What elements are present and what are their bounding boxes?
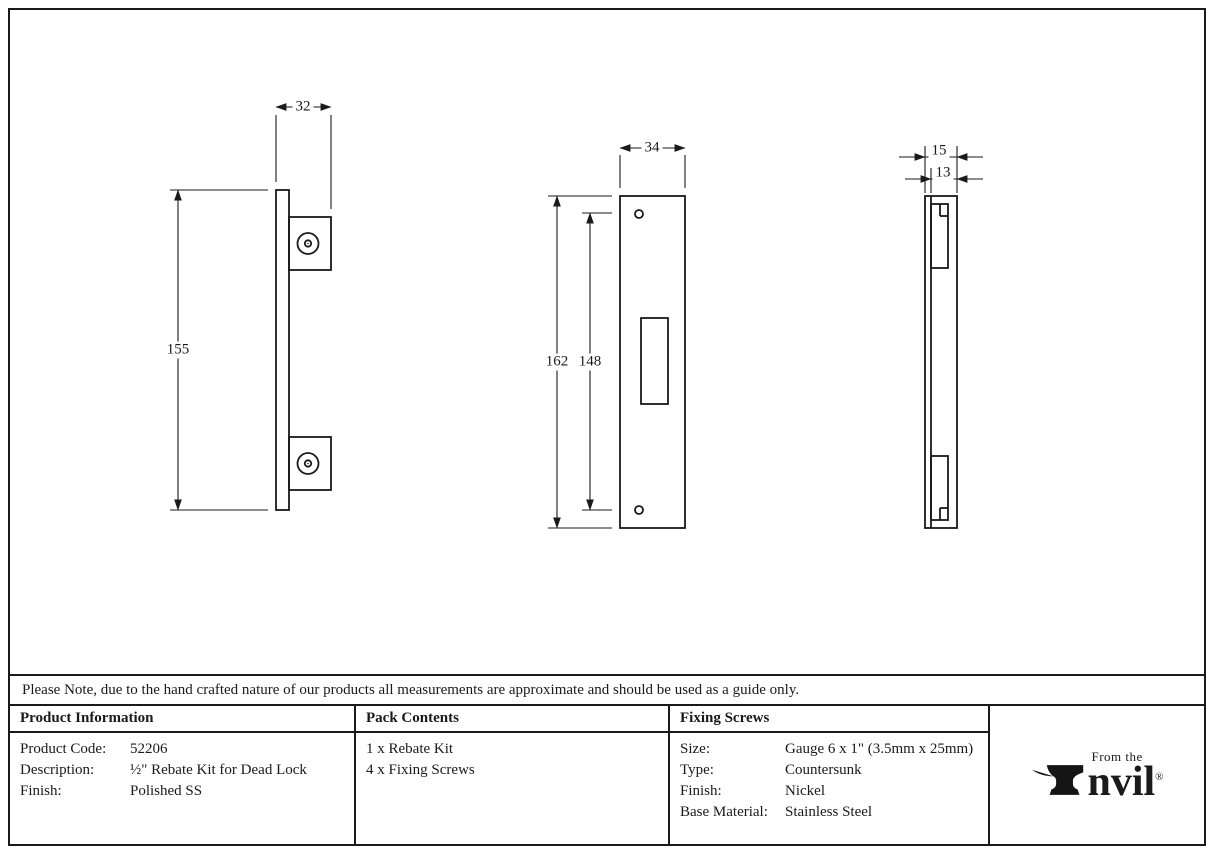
dim-front-width: 34	[641, 139, 663, 157]
dim-front-height-outer: 162	[542, 353, 572, 371]
logo-text: From the nvil®	[1087, 749, 1164, 803]
product-code-label: Product Code:	[20, 741, 107, 757]
screw-type-row: Type: Countersunk	[680, 760, 988, 781]
screw-finish-row: Finish: Nickel	[680, 781, 988, 802]
screw-finish-value: Nickel	[785, 783, 825, 799]
screw-size-label: Size:	[680, 741, 710, 757]
description-row: Description: ½" Rebate Kit for Dead Lock	[20, 760, 354, 781]
screw-size-value: Gauge 6 x 1" (3.5mm x 25mm)	[785, 741, 974, 757]
registered-mark: ®	[1155, 771, 1164, 784]
spec-table: Product Information Pack Contents Fixing…	[10, 704, 1204, 844]
front-view-drawing	[619, 195, 686, 529]
screw-finish-label: Finish:	[680, 783, 722, 799]
base-material-row: Base Material: Stainless Steel	[680, 802, 988, 823]
product-code-value: 52206	[130, 741, 168, 757]
screw-type-label: Type:	[680, 762, 714, 778]
fixing-hole-top	[634, 209, 644, 219]
description-value: ½" Rebate Kit for Dead Lock	[130, 762, 307, 778]
base-material-label: Base Material:	[680, 804, 768, 820]
page-border	[8, 8, 1206, 846]
pack-contents-item: 4 x Fixing Screws	[366, 762, 475, 778]
product-information-body: Product Code: 52206 Description: ½" Reba…	[10, 733, 356, 844]
dim-profile-depth-outer: 15	[928, 142, 950, 160]
header-product-information: Product Information	[10, 706, 356, 733]
brand-logo: From the nvil®	[990, 706, 1204, 844]
description-label: Description:	[20, 762, 95, 778]
logo-brand-name: nvil®	[1087, 761, 1164, 803]
screw-type-value: Countersunk	[785, 762, 862, 778]
logo-brand-text: nvil	[1087, 759, 1156, 806]
fixing-screws-body: Size: Gauge 6 x 1" (3.5mm x 25mm) Type: …	[670, 733, 990, 844]
side-view-drawing	[275, 189, 332, 511]
header-fixing-screws: Fixing Screws	[670, 706, 990, 733]
finish-value: Polished SS	[130, 783, 203, 799]
profile-view-drawing	[924, 195, 958, 529]
finish-row: Finish: Polished SS	[20, 781, 354, 802]
pack-contents-item: 1 x Rebate Kit	[366, 741, 454, 757]
screw-hole-top	[296, 232, 320, 255]
finish-label: Finish:	[20, 783, 62, 799]
anvil-icon	[1032, 764, 1084, 795]
note-bar: Please Note, due to the hand crafted nat…	[10, 674, 1204, 704]
logo-tagline: From the	[1091, 749, 1143, 765]
screw-hole-bottom	[296, 452, 320, 475]
dim-side-height: 155	[163, 341, 193, 359]
base-material-value: Stainless Steel	[785, 804, 873, 820]
product-code-row: Product Code: 52206	[20, 739, 354, 760]
dim-profile-depth-inner: 13	[932, 164, 954, 182]
pack-contents-body: 1 x Rebate Kit 4 x Fixing Screws	[356, 733, 670, 844]
dim-front-height-inner: 148	[575, 353, 605, 371]
from-the-anvil-logo: From the nvil®	[1030, 749, 1164, 803]
header-pack-contents: Pack Contents	[356, 706, 670, 733]
screw-size-row: Size: Gauge 6 x 1" (3.5mm x 25mm)	[680, 739, 988, 760]
dimension-lines	[170, 103, 983, 529]
note-text: Please Note, due to the hand crafted nat…	[22, 681, 800, 698]
fixing-hole-bottom	[634, 505, 644, 515]
dim-side-width: 32	[292, 98, 314, 116]
bolt-slot	[640, 317, 669, 405]
